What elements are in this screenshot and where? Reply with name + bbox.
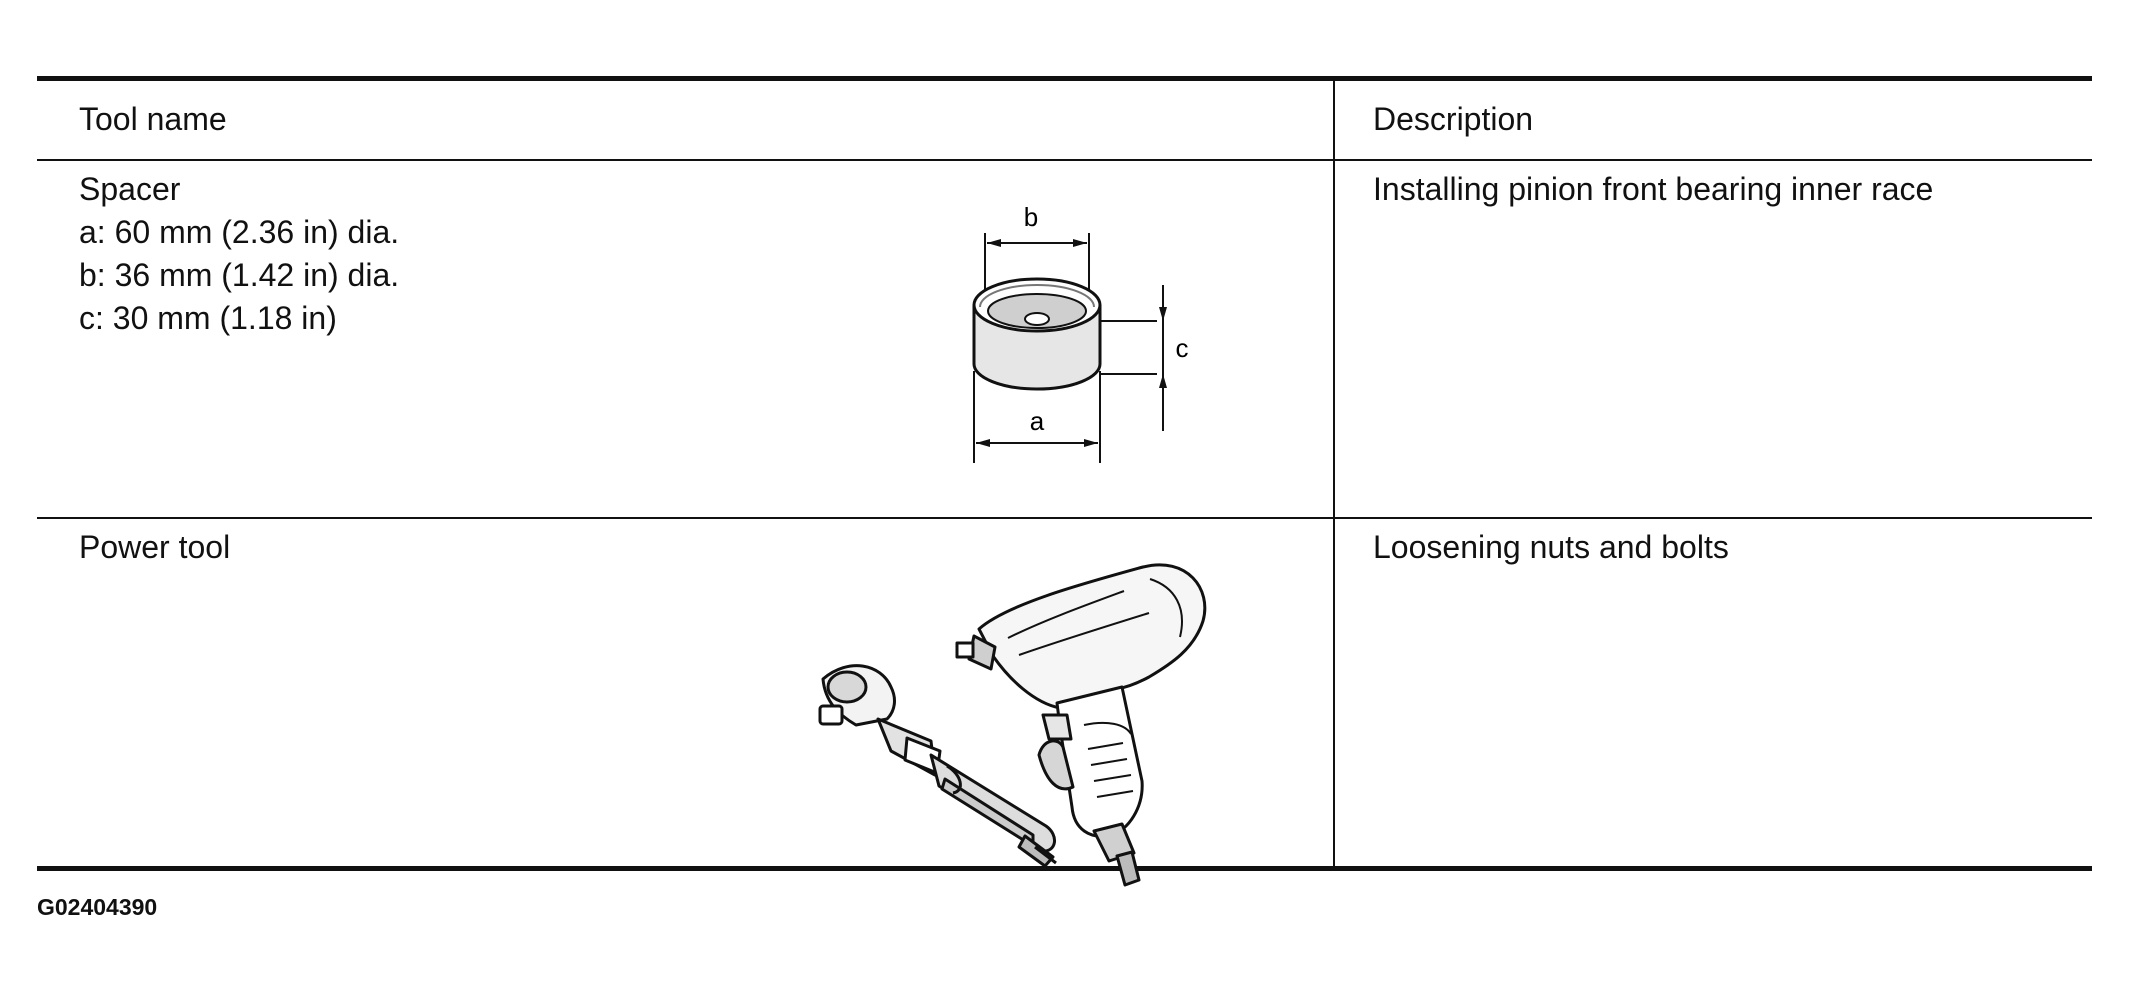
description-spacer: Installing pinion front bearing inner ra…	[1373, 171, 1934, 207]
description-power-tool: Loosening nuts and bolts	[1373, 529, 1729, 565]
row-divider	[37, 517, 2092, 519]
air-ratchet-drawing	[818, 664, 1057, 868]
spacer-spec-list: a: 60 mm (2.36 in) dia. b: 36 mm (1.42 i…	[79, 211, 399, 340]
spec-item-c: c: 30 mm (1.18 in)	[79, 300, 337, 336]
column-divider	[1333, 81, 1335, 866]
header-row-divider	[37, 159, 2092, 161]
power-tool-illustration	[818, 563, 1207, 887]
spacer-illustration: b c a	[972, 202, 1189, 463]
dimension-label-a: a	[1030, 406, 1045, 436]
dimension-label-c: c	[1176, 333, 1189, 363]
tool-name-spacer: Spacer	[79, 171, 181, 207]
figure-code: G02404390	[37, 894, 158, 920]
spec-item-a: a: 60 mm (2.36 in) dia.	[79, 214, 400, 250]
impact-wrench-drawing	[955, 563, 1207, 887]
special-tools-table: Tool name Description Spacer a: 60 mm (2…	[37, 76, 2092, 887]
header-description: Description	[1373, 101, 1534, 137]
tool-name-power-tool: Power tool	[79, 529, 231, 565]
spec-item-b: b: 36 mm (1.42 in) dia.	[79, 257, 400, 293]
dimension-label-b: b	[1024, 202, 1038, 232]
header-tool-name: Tool name	[79, 101, 227, 137]
